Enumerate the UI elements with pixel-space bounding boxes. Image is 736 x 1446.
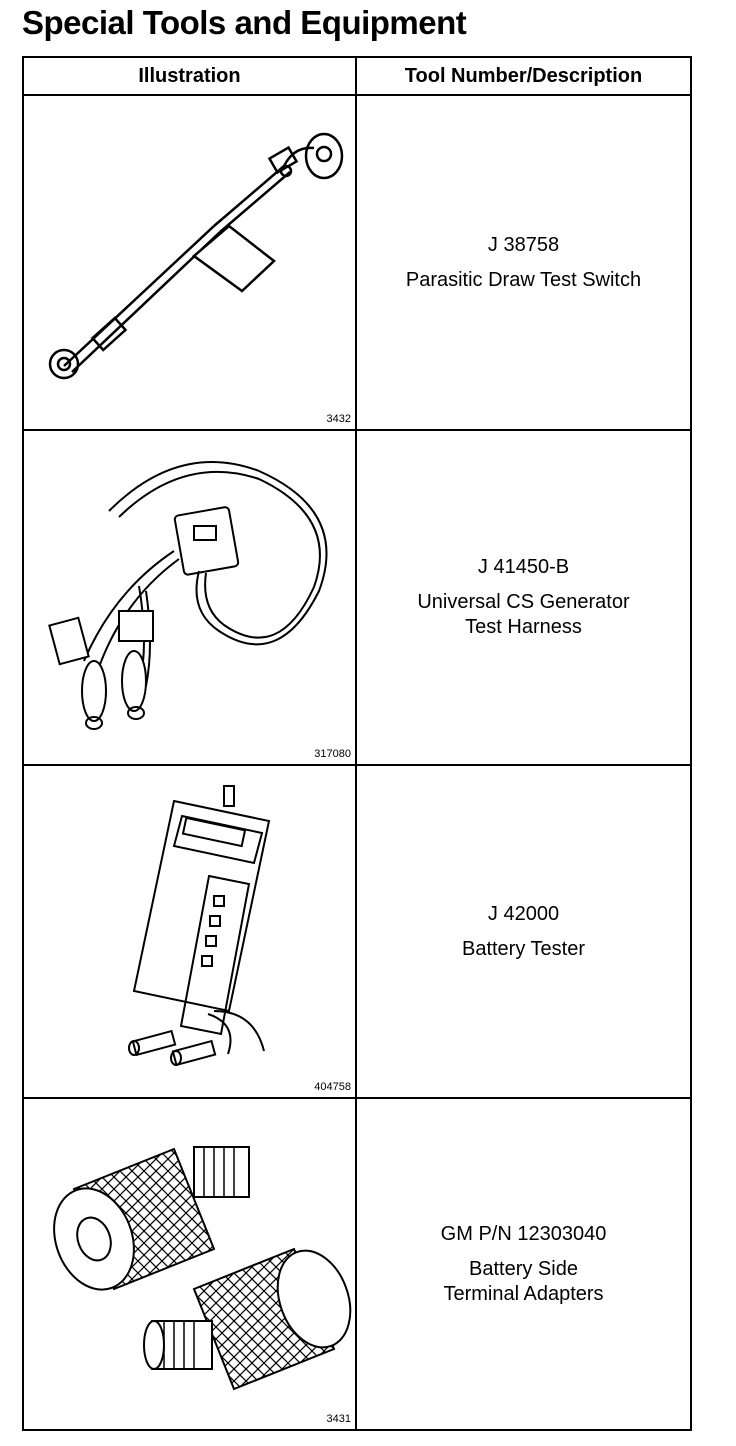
tool-number: J 38758 xyxy=(487,233,560,256)
figure-number: 404758 xyxy=(314,1081,351,1093)
tool-description: Battery Side xyxy=(469,1257,578,1280)
tool-number: GM P/N 12303040 xyxy=(440,1222,607,1245)
tool-number: J 42000 xyxy=(487,902,560,925)
figure-number: 317080 xyxy=(314,748,351,760)
header-illustration: Illustration xyxy=(138,65,241,87)
illustration-cell: 3432 xyxy=(24,96,355,429)
test-switch-icon xyxy=(48,132,344,380)
tool-description: Battery Tester xyxy=(461,937,586,960)
description-cell: J 41450-B Universal CS Generator Test Ha… xyxy=(357,431,690,764)
adapters-icon xyxy=(53,1146,352,1391)
table-row: 404758 J 42000 Battery Tester xyxy=(24,766,690,1099)
figure-number: 3432 xyxy=(326,413,351,425)
page-title: Special Tools and Equipment xyxy=(22,4,467,41)
tools-table: Illustration Tool Number/Description xyxy=(22,56,692,1431)
battery-tester-icon xyxy=(128,785,271,1067)
description-cell: GM P/N 12303040 Battery Side Terminal Ad… xyxy=(357,1099,690,1429)
table-row: 3431 GM P/N 12303040 Battery Side Termin… xyxy=(24,1099,690,1429)
figure-number: 3431 xyxy=(326,1413,351,1425)
illustration-cell: 3431 xyxy=(24,1099,355,1429)
tool-description-line2: Terminal Adapters xyxy=(443,1282,604,1305)
illustration-cell: 404758 xyxy=(24,766,355,1097)
column-divider xyxy=(355,58,357,1429)
description-cell: J 38758 Parasitic Draw Test Switch xyxy=(357,96,690,429)
tool-description: Parasitic Draw Test Switch xyxy=(405,268,642,291)
harness-icon xyxy=(48,461,328,730)
tool-number: J 41450-B xyxy=(477,556,570,578)
table-row: 317080 J 41450-B Universal CS Generator … xyxy=(24,431,690,766)
tool-description-line2: Test Harness xyxy=(465,616,582,638)
header-description: Tool Number/Description xyxy=(404,65,643,87)
table-header: Illustration Tool Number/Description xyxy=(24,58,690,96)
tool-description: Universal CS Generator xyxy=(417,591,630,613)
illustration-cell: 317080 xyxy=(24,431,355,764)
description-cell: J 42000 Battery Tester xyxy=(357,766,690,1097)
table-row: 3432 J 38758 Parasitic Draw Test Switch xyxy=(24,96,690,431)
